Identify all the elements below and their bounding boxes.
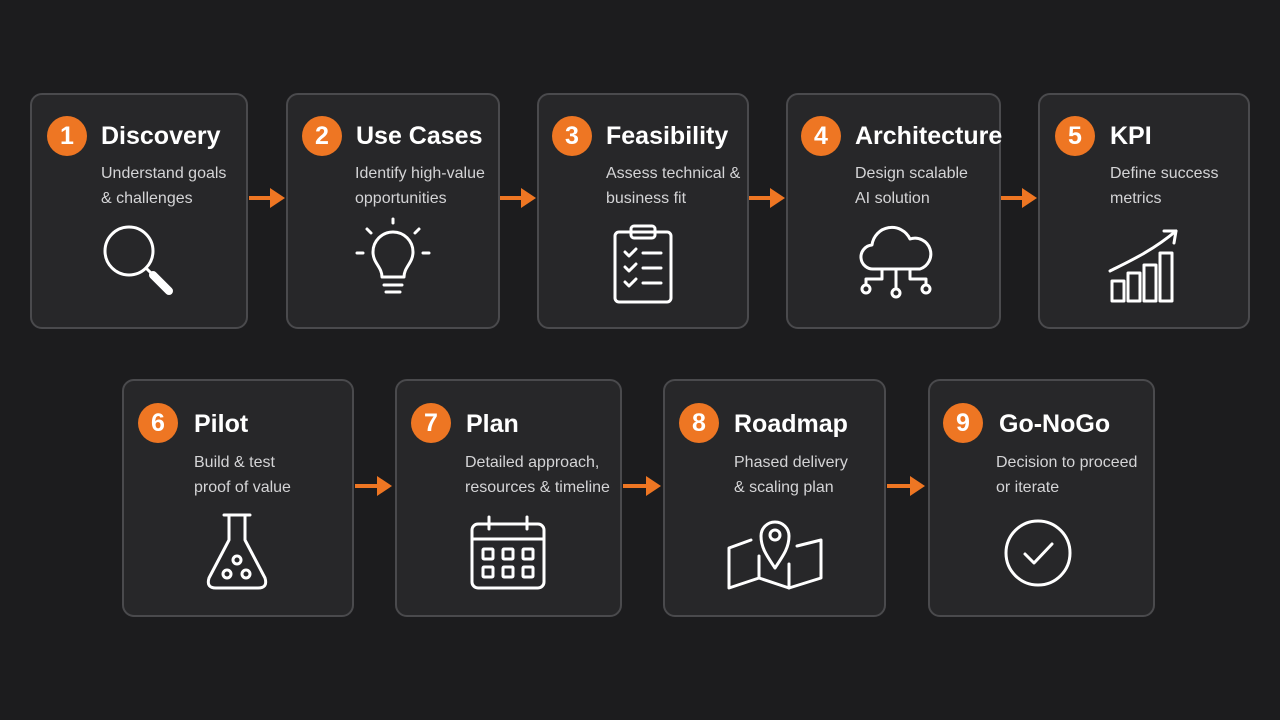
flow-arrow-1-2	[249, 188, 285, 208]
growth-chart-icon	[1108, 229, 1178, 303]
step-title: Pilot	[194, 410, 249, 438]
flow-arrow-8-9	[887, 476, 925, 496]
step-card-2: 2 Use Cases Identify high-value opportun…	[286, 93, 500, 329]
step-description-line: Phased delivery	[734, 454, 848, 471]
step-title: Feasibility	[606, 122, 729, 150]
step-number-badge: 4	[801, 116, 841, 156]
step-number-badge: 7	[411, 403, 451, 443]
cloud-network-icon	[859, 225, 933, 299]
step-title: Use Cases	[356, 122, 483, 150]
step-card-5: 5 KPI Define success metrics	[1038, 93, 1250, 329]
step-number-badge: 5	[1055, 116, 1095, 156]
step-number-badge: 8	[679, 403, 719, 443]
step-card-9: 9 Go-NoGo Decision to proceed or iterate	[928, 379, 1155, 617]
step-card-4: 4 Architecture Design scalable AI soluti…	[786, 93, 1003, 329]
step-description: Build & test proof of value	[194, 450, 291, 500]
step-description: Define success metrics	[1110, 161, 1219, 211]
step-description-line: AI solution	[855, 190, 930, 207]
map-pin-icon	[727, 520, 823, 590]
step-card-8: 8 Roadmap Phased delivery & scaling plan	[663, 379, 886, 617]
step-description-line: Detailed approach,	[465, 454, 600, 471]
step-description-line: opportunities	[355, 190, 447, 207]
step-description-line: metrics	[1110, 190, 1162, 207]
step-title: Discovery	[101, 122, 221, 150]
step-description-line: Decision to proceed	[996, 454, 1138, 471]
flow-arrow-2-3	[500, 188, 536, 208]
flow-arrow-6-7	[355, 476, 392, 496]
step-description-line: Assess technical &	[606, 165, 741, 182]
flow-arrow-7-8	[623, 476, 661, 496]
flow-arrow-4-5	[1001, 188, 1037, 208]
step-description: Phased delivery & scaling plan	[734, 450, 848, 500]
step-card-7: 7 Plan Detailed approach, resources & ti…	[395, 379, 622, 617]
step-card-6: 6 Pilot Build & test proof of value	[122, 379, 354, 617]
step-title: KPI	[1110, 122, 1152, 150]
flow-arrow-3-4	[749, 188, 785, 208]
step-description: Identify high-value opportunities	[355, 161, 485, 211]
step-description: Detailed approach, resources & timeline	[465, 450, 610, 500]
step-description-line: Design scalable	[855, 165, 968, 182]
flask-icon	[206, 513, 268, 590]
check-circle-icon	[1004, 519, 1072, 587]
step-description: Design scalable AI solution	[855, 161, 968, 211]
calendar-icon	[470, 515, 546, 590]
step-description: Decision to proceed or iterate	[996, 450, 1137, 500]
step-description: Understand goals & challenges	[101, 161, 226, 211]
step-number-badge: 2	[302, 116, 342, 156]
step-number-badge: 9	[943, 403, 983, 443]
step-number-badge: 1	[47, 116, 87, 156]
step-title: Architecture	[855, 122, 1003, 150]
step-description-line: Define success	[1110, 165, 1219, 182]
step-description-line: Understand goals	[101, 165, 227, 182]
step-title: Plan	[466, 410, 519, 438]
step-description-line: proof of value	[194, 479, 291, 496]
step-description-line: resources & timeline	[465, 479, 610, 496]
step-number-badge: 3	[552, 116, 592, 156]
step-description-line: & challenges	[101, 190, 193, 207]
step-description: Assess technical & business fit	[606, 161, 740, 211]
step-title: Roadmap	[734, 410, 848, 438]
step-description-line: Build & test	[194, 454, 275, 471]
step-description-line: or iterate	[996, 479, 1060, 496]
step-card-1: 1 Discovery Understand goals & challenge…	[30, 93, 248, 329]
step-description-line: business fit	[606, 190, 687, 207]
clipboard-checklist-icon	[613, 224, 673, 304]
lightbulb-icon	[355, 217, 431, 294]
step-title: Go-NoGo	[999, 410, 1111, 438]
step-card-3: 3 Feasibility Assess technical & busines…	[537, 93, 749, 329]
step-description-line: & scaling plan	[734, 479, 834, 496]
step-description-line: Identify high-value	[355, 165, 485, 182]
step-number-badge: 6	[138, 403, 178, 443]
magnifier-icon	[103, 225, 173, 295]
